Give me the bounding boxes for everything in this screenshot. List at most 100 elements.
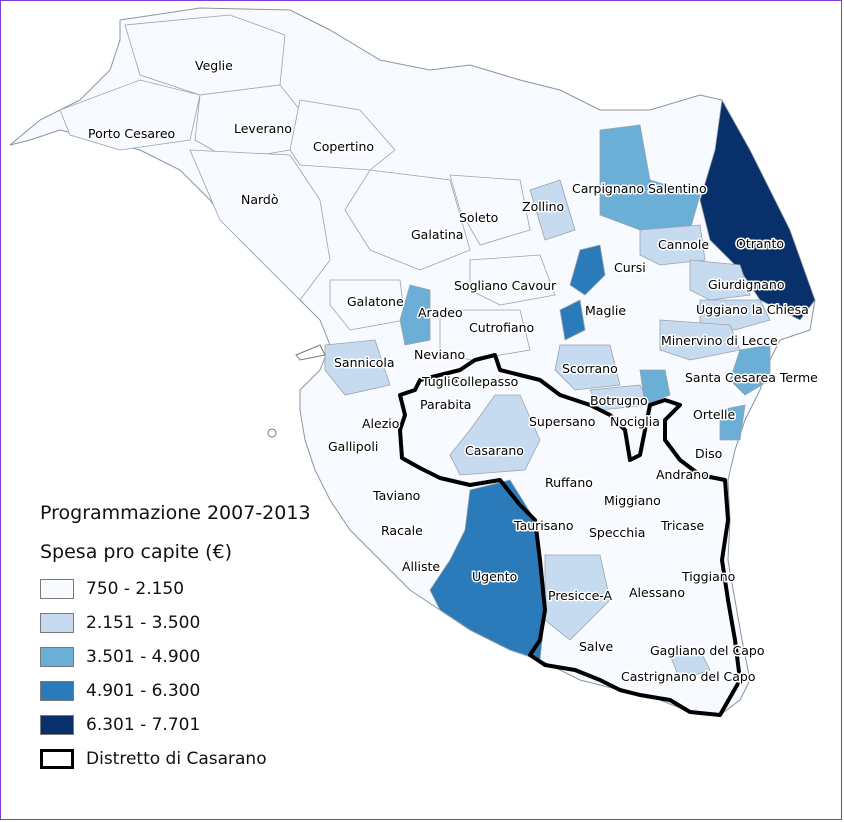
label-collepasso: Collepasso: [451, 374, 518, 389]
label-soleto: Soleto: [459, 210, 498, 225]
muni-cutrofiano: [439, 309, 531, 361]
label-aradeo: Aradeo: [418, 305, 463, 320]
muni-giurdignano: [689, 259, 751, 301]
label-nardo: Nardò: [241, 192, 279, 207]
label-santa-cesarea: Santa Cesarea Terme: [685, 370, 818, 385]
label-uggiano: Uggiano la Chiesa: [696, 302, 809, 317]
label-veglie: Veglie: [195, 58, 233, 73]
label-carpignano: Carpignano Salentino: [572, 181, 707, 196]
label-ortelle: Ortelle: [693, 407, 736, 422]
label-gagliano: Gagliano del Capo: [650, 643, 764, 658]
label-racale: Racale: [381, 523, 423, 538]
label-parabita: Parabita: [420, 397, 471, 412]
label-taviano: Taviano: [372, 488, 420, 503]
label-alliste: Alliste: [402, 559, 440, 574]
islands: [267, 344, 326, 438]
municipality-labels: Veglie Porto Cesareo Leverano Copertino …: [87, 57, 820, 686]
label-castrignano: Castrignano del Capo: [621, 669, 756, 684]
label-cannole: Cannole: [658, 237, 709, 252]
label-zollino: Zollino: [522, 199, 564, 214]
label-galatina: Galatina: [411, 227, 463, 242]
muni-galatone: [329, 279, 406, 331]
legend-item: 3.501 - 4.900: [40, 640, 340, 674]
label-nociglia: Nociglia: [610, 414, 660, 429]
muni-scorrano: [554, 344, 621, 391]
label-maglie: Maglie: [585, 303, 626, 318]
label-botrugno: Botrugno: [590, 393, 648, 408]
label-neviano: Neviano: [414, 347, 465, 362]
district-casarano-outline: [398, 353, 742, 717]
label-tuglie: Tuglie: [421, 374, 459, 389]
muni-soleto: [449, 174, 531, 246]
map-legend: Programmazione 2007-2013 Spesa pro capit…: [40, 502, 340, 776]
label-sannicola: Sannicola: [334, 355, 395, 370]
legend-swatch: [40, 715, 74, 735]
label-porto-cesareo: Porto Cesareo: [88, 126, 175, 141]
legend-item-district: Distretto di Casarano: [40, 742, 340, 776]
label-gallipoli: Gallipoli: [328, 439, 378, 454]
legend-label: 3.501 - 4.900: [86, 647, 201, 667]
label-copertino: Copertino: [313, 139, 374, 154]
muni-carpignano: [599, 124, 701, 231]
label-cutrofiano: Cutrofiano: [469, 320, 534, 335]
label-giurdignano: Giurdignano: [708, 277, 785, 292]
label-alezio: Alezio: [362, 416, 399, 431]
legend-subtitle: Spesa pro capite (€): [40, 541, 233, 563]
label-tricase: Tricase: [660, 518, 704, 533]
label-scorrano: Scorrano: [562, 361, 618, 376]
legend-item: 2.151 - 3.500: [40, 606, 340, 640]
label-tiggiano: Tiggiano: [681, 569, 735, 584]
muni-ortelle: [719, 404, 746, 441]
muni-nociglia: [639, 369, 671, 406]
muni-zollino: [529, 179, 576, 241]
label-presicce: Presicce-A: [548, 588, 613, 603]
label-casarano: Casarano: [465, 443, 524, 458]
legend-label: 2.151 - 3.500: [86, 613, 201, 633]
label-taurisano: Taurisano: [513, 518, 574, 533]
legend-label: 4.901 - 6.300: [86, 681, 201, 701]
label-galatone: Galatone: [347, 294, 404, 309]
muni-gagliano: [669, 649, 711, 681]
label-alessano: Alessano: [629, 585, 685, 600]
label-diso: Diso: [695, 446, 722, 461]
legend-swatch: [40, 579, 74, 599]
muni-casarano: [449, 394, 541, 476]
muni-santa-cesarea: [729, 344, 771, 396]
muni-maglie: [559, 299, 586, 341]
muni-minervino: [659, 319, 741, 361]
legend-label: 750 - 2.150: [86, 579, 185, 599]
muni-uggiano: [699, 299, 771, 331]
label-specchia: Specchia: [589, 525, 645, 540]
label-cursi: Cursi: [614, 260, 646, 275]
label-ruffano: Ruffano: [545, 475, 593, 490]
label-leverano: Leverano: [234, 121, 292, 136]
label-otranto: Otranto: [736, 236, 784, 251]
legend-swatch: [40, 647, 74, 667]
label-minervino: Minervino di Lecce: [661, 333, 778, 348]
muni-sannicola: [324, 339, 391, 396]
legend-title: Programmazione 2007-2013: [40, 502, 311, 524]
label-ugento: Ugento: [472, 569, 517, 584]
muni-nardo: [189, 149, 331, 301]
label-andrano: Andrano: [656, 467, 709, 482]
muni-galatina: [344, 169, 471, 271]
legend-item: 6.301 - 7.701: [40, 708, 340, 742]
muni-sogliano: [469, 254, 556, 306]
muni-cursi: [569, 244, 606, 296]
legend-swatch: [40, 613, 74, 633]
label-miggiano: Miggiano: [604, 493, 661, 508]
legend-item: 4.901 - 6.300: [40, 674, 340, 708]
legend-label: 6.301 - 7.701: [86, 715, 201, 735]
legend-swatch: [40, 681, 74, 701]
label-salve: Salve: [579, 639, 613, 654]
district-outline-swatch: [40, 749, 74, 769]
muni-cannole: [639, 224, 706, 266]
label-supersano: Supersano: [529, 414, 595, 429]
muni-porto-cesareo: [59, 79, 201, 151]
label-sogliano: Sogliano Cavour: [454, 278, 557, 293]
muni-aradeo: [399, 284, 431, 346]
legend-district-label: Distretto di Casarano: [86, 749, 267, 769]
legend-item: 750 - 2.150: [40, 572, 340, 606]
